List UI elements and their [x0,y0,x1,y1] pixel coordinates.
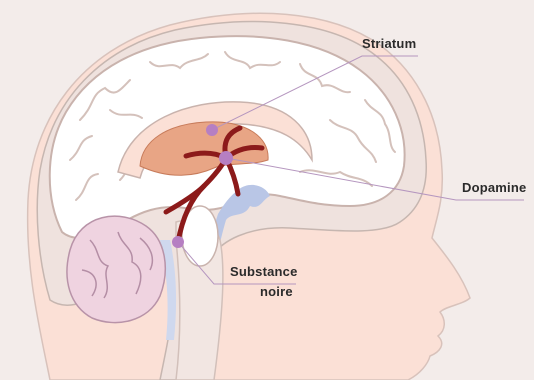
substance-noire-label: Substance noire [230,264,298,299]
substance-noire-marker [172,236,184,248]
striatum-label: Striatum [362,36,416,51]
substance-noire-label-line1: Substance [230,264,298,279]
striatum-marker [206,124,218,136]
striatum-label-text: Striatum [362,36,416,51]
dopamine-label: Dopamine [462,180,526,195]
substance-noire-label-line2: noire [230,284,298,299]
dopamine-label-text: Dopamine [462,180,526,195]
dopamine-marker [219,151,233,165]
